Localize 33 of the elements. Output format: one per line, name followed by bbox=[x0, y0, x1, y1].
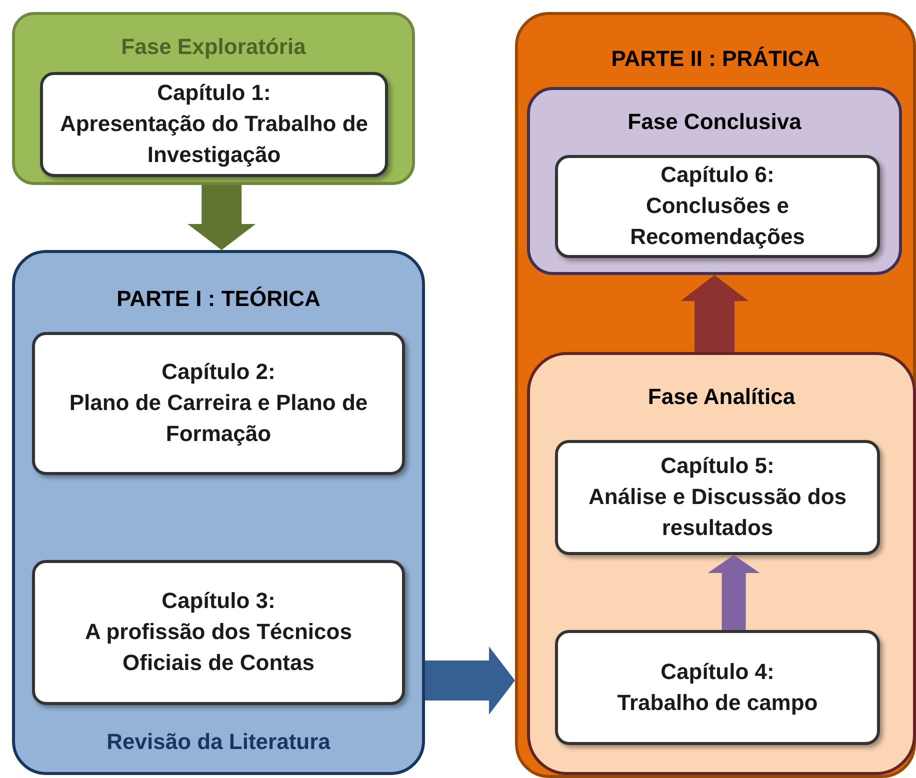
chapter-text: A profissão dos Técnicos Oficiais de Contas bbox=[84, 618, 353, 677]
panel-footer: Revisão da Literatura bbox=[106, 728, 330, 756]
chapter-text: Análise e Discussão dos resultados bbox=[588, 483, 848, 542]
part-panel bbox=[515, 12, 916, 778]
block-arrow bbox=[708, 555, 760, 630]
chapter-box bbox=[32, 560, 405, 705]
panel-title: Fase Conclusiva bbox=[628, 108, 802, 136]
chapter-text: Trabalho de campo bbox=[617, 688, 818, 717]
chapter-text: Apresentação do Trabalho de Investigação bbox=[58, 110, 370, 169]
chapter-text: Capítulo 2: bbox=[162, 358, 276, 386]
chapter-text: Capítulo 6: bbox=[660, 161, 774, 190]
chapter-text: Plano de Carreira e Plano de Formação bbox=[68, 389, 369, 448]
part-panel bbox=[12, 250, 425, 775]
panel-title: Fase Analítica bbox=[648, 383, 796, 410]
chapter-text: Capítulo 4: bbox=[660, 658, 774, 686]
phase-panel bbox=[527, 352, 916, 775]
chapter-box bbox=[555, 440, 880, 555]
chapter-text: Capítulo 5: bbox=[660, 452, 774, 480]
chapter-text: Capítulo 3: bbox=[162, 587, 276, 616]
chapter-box bbox=[555, 630, 880, 745]
panel-title: PARTE II : PRÁTICA bbox=[611, 45, 820, 72]
phase-panel bbox=[527, 87, 902, 275]
chapter-box bbox=[32, 332, 405, 475]
chapter-text: Conclusões e Recomendações bbox=[629, 192, 806, 251]
block-arrow bbox=[188, 185, 256, 250]
chapter-box bbox=[40, 72, 388, 177]
panel-title: Fase Exploratória bbox=[121, 33, 306, 60]
chapter-box bbox=[555, 155, 880, 258]
panel-title: PARTE I : TEÓRICA bbox=[116, 285, 320, 312]
block-arrow bbox=[425, 646, 515, 714]
chapter-text: Capítulo 1: bbox=[157, 79, 271, 108]
block-arrow bbox=[680, 275, 748, 352]
phase-panel bbox=[12, 12, 415, 185]
